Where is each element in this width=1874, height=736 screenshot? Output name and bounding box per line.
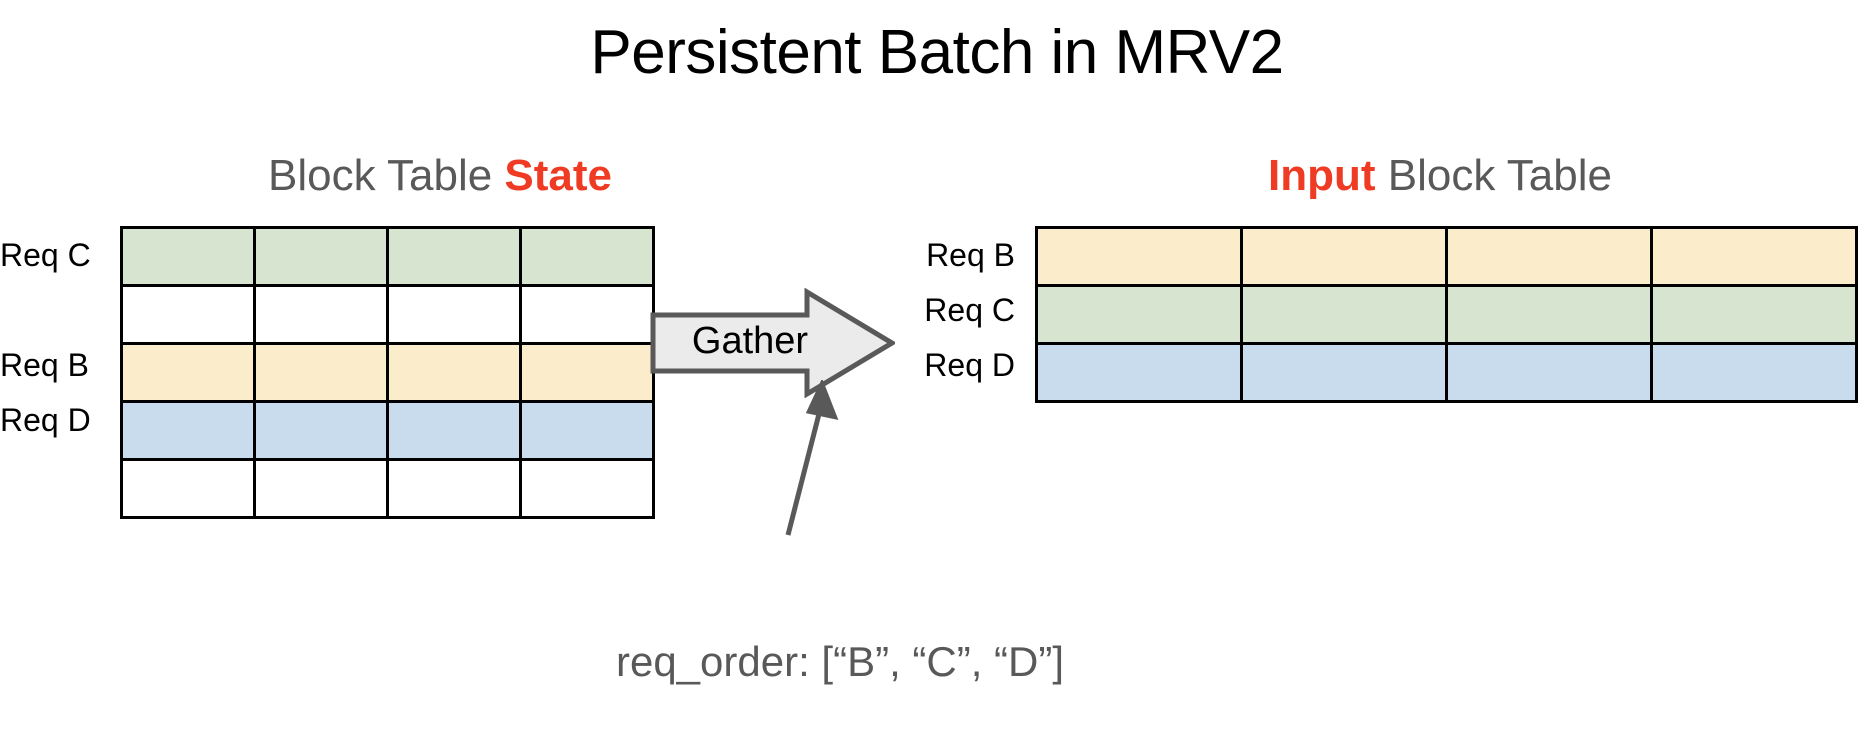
block-cell (519, 226, 655, 287)
block-cell (1650, 342, 1858, 403)
table-row (1035, 342, 1858, 403)
page-title: Persistent Batch in MRV2 (590, 18, 1284, 87)
table-row (120, 226, 655, 287)
block-cell (253, 458, 389, 519)
block-cell (1240, 284, 1448, 345)
block-cell (253, 226, 389, 287)
block-cell (253, 342, 389, 403)
block-table-state (120, 226, 655, 519)
block-cell (1240, 226, 1448, 287)
req-order-caption: req_order: [“B”, “C”, “D”] (615, 638, 1065, 685)
block-cell (519, 458, 655, 519)
right-row-label-req-c: Req C (924, 292, 1015, 328)
table-row (120, 458, 655, 519)
block-cell (1650, 284, 1858, 345)
block-cell (1035, 342, 1243, 403)
block-cell (120, 226, 256, 287)
right-row-label-req-d: Req D (924, 347, 1015, 383)
right-heading-accent: Input (1268, 151, 1376, 200)
block-cell (1445, 284, 1653, 345)
block-cell (519, 400, 655, 461)
left-row-label-req-b: Req B (0, 347, 89, 383)
left-panel-heading: Block Table State (120, 148, 760, 204)
block-cell (1445, 226, 1653, 287)
callout-arrow-icon (785, 380, 839, 536)
left-row-label-req-d: Req D (0, 402, 91, 438)
block-cell (1240, 342, 1448, 403)
block-cell (253, 400, 389, 461)
input-block-table (1035, 226, 1858, 403)
left-row-label-req-c: Req C (0, 237, 91, 273)
block-cell (120, 458, 256, 519)
left-heading-accent: State (504, 151, 613, 200)
left-heading-prefix: Block Table (267, 151, 505, 200)
right-panel-heading: Input Block Table (1040, 148, 1840, 204)
table-row (1035, 226, 1858, 287)
block-cell (386, 400, 522, 461)
block-cell (386, 458, 522, 519)
table-row (120, 284, 655, 345)
block-cell (386, 226, 522, 287)
block-cell (386, 284, 522, 345)
block-cell (120, 284, 256, 345)
right-heading-suffix: Block Table (1375, 151, 1612, 200)
block-cell (120, 400, 256, 461)
block-cell (1035, 226, 1243, 287)
table-row (1035, 284, 1858, 345)
block-cell (519, 342, 655, 403)
block-cell (1035, 284, 1243, 345)
block-cell (386, 342, 522, 403)
right-row-label-req-b: Req B (926, 237, 1015, 273)
block-cell (1650, 226, 1858, 287)
block-cell (120, 342, 256, 403)
block-cell (519, 284, 655, 345)
block-cell (1445, 342, 1653, 403)
block-cell (253, 284, 389, 345)
table-row (120, 342, 655, 403)
block-arrow-right-icon (650, 288, 895, 398)
table-row (120, 400, 655, 461)
